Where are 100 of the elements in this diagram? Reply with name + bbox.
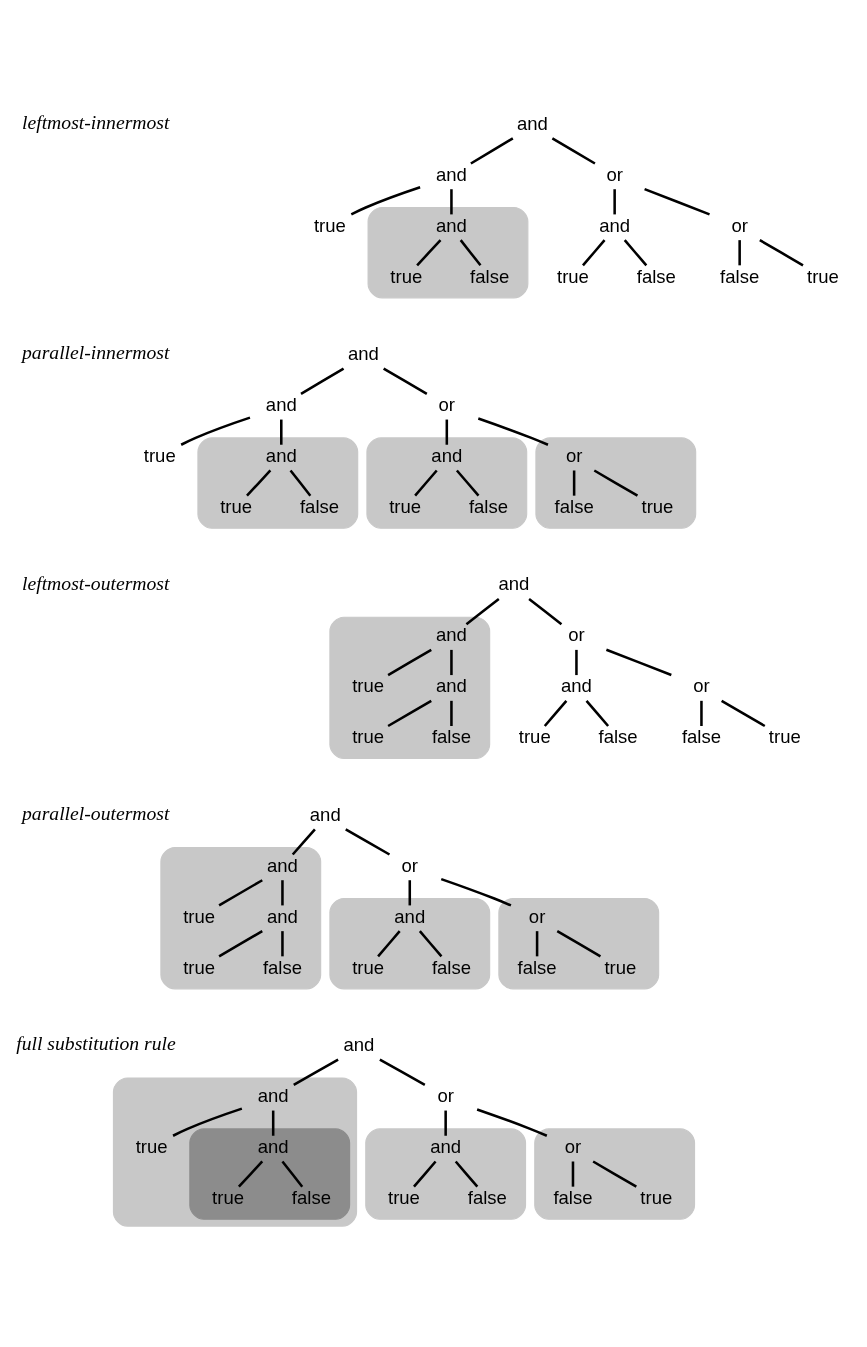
node-text: and bbox=[348, 342, 379, 364]
node-text: or bbox=[437, 1084, 454, 1106]
node-text: or bbox=[438, 393, 456, 415]
node-text: true bbox=[183, 956, 216, 978]
cluster bbox=[112, 1076, 358, 1227]
node-text: false bbox=[262, 956, 302, 978]
connector bbox=[613, 188, 616, 214]
node-text: and bbox=[309, 803, 341, 825]
node-text: true bbox=[768, 725, 801, 747]
node-text: and bbox=[436, 163, 467, 185]
connector bbox=[477, 416, 549, 446]
node-text: and bbox=[431, 444, 463, 466]
connector bbox=[759, 238, 804, 266]
node-text: and bbox=[343, 1033, 375, 1055]
connector bbox=[218, 929, 263, 957]
cluster bbox=[366, 436, 528, 529]
connector bbox=[575, 649, 578, 675]
connector bbox=[291, 827, 316, 855]
connector bbox=[592, 1159, 637, 1188]
node-text: true bbox=[352, 956, 385, 978]
connector bbox=[535, 930, 539, 956]
node-text: and bbox=[265, 393, 297, 415]
connector bbox=[470, 136, 514, 165]
connector bbox=[445, 419, 449, 445]
node-text: false bbox=[598, 725, 638, 747]
node-text: and bbox=[517, 112, 548, 134]
node-text: false bbox=[681, 725, 721, 747]
node-text: and bbox=[561, 674, 592, 696]
node-text: or bbox=[693, 674, 710, 696]
connector bbox=[465, 597, 500, 625]
node-text: false bbox=[299, 495, 340, 517]
connector bbox=[571, 1161, 575, 1187]
node-text: true bbox=[389, 495, 422, 517]
cluster bbox=[197, 436, 359, 529]
connector bbox=[413, 1160, 437, 1187]
connector bbox=[281, 879, 284, 905]
node-text: and bbox=[498, 572, 530, 594]
node-text: true bbox=[313, 214, 346, 236]
node-text: false bbox=[470, 265, 510, 287]
connector bbox=[721, 699, 766, 727]
connector bbox=[738, 239, 741, 265]
connector bbox=[585, 699, 610, 727]
node-text: and bbox=[599, 214, 631, 236]
label: full substitution rule bbox=[16, 1031, 176, 1054]
label: parallel-outermost bbox=[22, 801, 170, 824]
connector bbox=[387, 699, 432, 727]
node-text: false bbox=[636, 265, 676, 287]
connector bbox=[350, 185, 421, 216]
node-text: and bbox=[257, 1084, 289, 1106]
cluster bbox=[535, 436, 697, 529]
node-text: or bbox=[401, 854, 418, 876]
node-text: true bbox=[518, 725, 551, 747]
connector bbox=[450, 649, 453, 675]
node-text: false bbox=[467, 1186, 507, 1208]
node-text: and bbox=[265, 444, 297, 466]
connector bbox=[572, 470, 576, 496]
connector bbox=[593, 468, 639, 497]
connector bbox=[246, 469, 272, 497]
node-text: false bbox=[720, 265, 760, 287]
cluster bbox=[329, 616, 491, 759]
node-text: true bbox=[388, 1186, 420, 1208]
connector bbox=[218, 878, 263, 906]
node-text: true bbox=[143, 444, 176, 466]
node-text: and bbox=[394, 905, 426, 927]
node-text: false bbox=[431, 725, 471, 747]
node-text: true bbox=[352, 725, 385, 747]
connector bbox=[281, 1160, 304, 1187]
connector bbox=[418, 929, 443, 957]
node-text: false bbox=[553, 1186, 593, 1208]
connector bbox=[271, 1110, 275, 1136]
connector bbox=[180, 415, 251, 446]
cluster bbox=[365, 1127, 527, 1220]
connector bbox=[408, 879, 412, 905]
connector bbox=[345, 827, 391, 856]
label: leftmost-innermost bbox=[22, 110, 170, 133]
node-text: or bbox=[564, 1135, 582, 1157]
connector bbox=[379, 1058, 426, 1086]
node-text: and bbox=[436, 674, 467, 696]
node-text: true bbox=[557, 265, 589, 287]
node-text: true bbox=[604, 956, 637, 978]
node-text: or bbox=[606, 163, 623, 185]
node-text: true bbox=[640, 1186, 673, 1208]
connector bbox=[377, 929, 401, 957]
connector bbox=[450, 188, 453, 214]
connector bbox=[172, 1106, 243, 1137]
cluster bbox=[498, 897, 660, 989]
connector bbox=[440, 877, 512, 907]
node-text: or bbox=[568, 623, 585, 645]
node-text: true bbox=[212, 1186, 244, 1208]
connector bbox=[237, 1160, 264, 1188]
connector bbox=[387, 648, 432, 676]
connector bbox=[551, 136, 596, 165]
cluster bbox=[534, 1127, 696, 1220]
connector bbox=[414, 469, 438, 496]
node-text: or bbox=[565, 444, 583, 466]
connector bbox=[300, 367, 345, 395]
connector bbox=[582, 238, 606, 266]
node-text: false bbox=[517, 956, 557, 978]
connector bbox=[281, 930, 284, 956]
connector bbox=[444, 1110, 447, 1136]
